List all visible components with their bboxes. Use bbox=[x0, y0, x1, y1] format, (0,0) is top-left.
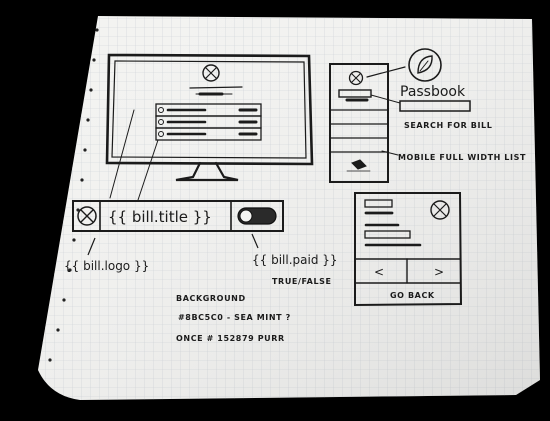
detail-wireframe bbox=[354, 192, 463, 307]
mobile-logo-icon bbox=[348, 70, 364, 86]
spiral-binding bbox=[48, 28, 99, 362]
go-back-button[interactable]: GO BACK bbox=[390, 291, 435, 300]
monitor-logo-icon bbox=[202, 64, 220, 82]
color-note-line-3: ONCE # 152879 PURR bbox=[176, 334, 285, 343]
monitor-bill-list bbox=[155, 103, 262, 141]
detail-logo-icon bbox=[430, 200, 450, 220]
bill-title-binding: {{ bill.title }} bbox=[108, 208, 212, 226]
color-note-line-1: BACKGROUND bbox=[176, 294, 246, 303]
next-button[interactable]: > bbox=[434, 265, 444, 279]
search-for-bill-note: SEARCH FOR BILL bbox=[404, 121, 492, 130]
leaf-logo-icon bbox=[408, 48, 442, 82]
bill-logo-binding: {{ bill.logo }} bbox=[64, 259, 149, 273]
prev-button[interactable]: < bbox=[374, 265, 384, 279]
bill-row-component: {{ bill.title }} {{ bill.logo }} {{ bill… bbox=[64, 200, 338, 286]
bill-logo-icon bbox=[77, 206, 97, 226]
color-note-line-2: #8BC5C0 - SEA MINT ? bbox=[178, 313, 291, 322]
bill-paid-values-note: TRUE/FALSE bbox=[272, 277, 332, 286]
bill-paid-binding: {{ bill.paid }} bbox=[252, 253, 338, 267]
desktop-monitor-wireframe bbox=[105, 53, 314, 201]
mobile-wireframe bbox=[329, 48, 471, 183]
passbook-title: Passbook bbox=[400, 84, 466, 100]
mobile-list-note: MOBILE FULL WIDTH LIST bbox=[398, 153, 526, 162]
bill-paid-toggle-icon bbox=[237, 207, 277, 225]
